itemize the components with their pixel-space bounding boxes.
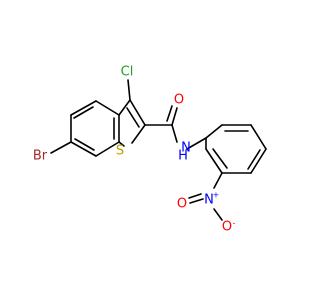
bond xyxy=(118,141,125,147)
molecule-structure: Br Cl S O N H N + O O - xyxy=(33,65,267,235)
bond xyxy=(74,138,95,151)
bond xyxy=(70,141,97,157)
bond xyxy=(186,137,207,150)
bond xyxy=(70,100,97,116)
bond xyxy=(126,107,140,128)
bond xyxy=(205,124,223,139)
bond xyxy=(129,99,146,126)
bond xyxy=(205,148,223,174)
nitro-nitrogen-charge: + xyxy=(213,191,220,200)
bromine-atom-label: Br xyxy=(33,149,48,164)
nitro-oxygen-double-label: O xyxy=(177,197,187,212)
bond xyxy=(50,141,72,154)
bond xyxy=(171,107,178,126)
bond xyxy=(166,105,173,122)
nitro-oxygen-charge: - xyxy=(233,219,236,228)
bond xyxy=(171,124,178,143)
bonds xyxy=(50,79,267,221)
nitro-nitrogen-label: N xyxy=(204,193,214,208)
bond xyxy=(250,124,267,150)
bond xyxy=(213,208,223,221)
bond xyxy=(131,124,146,144)
bond xyxy=(118,99,131,116)
bond xyxy=(247,149,261,170)
amide-nitrogen-label: N xyxy=(181,141,191,156)
bond xyxy=(212,148,228,169)
structure-canvas: Br Cl S O N H N + O O - xyxy=(33,65,267,235)
sulfur-atom-label: S xyxy=(116,144,124,159)
bond xyxy=(189,198,204,204)
amide-hydrogen-label: H xyxy=(178,149,188,164)
bond xyxy=(95,100,120,116)
nitro-oxygen-single-label: O xyxy=(222,220,232,235)
bond xyxy=(127,79,131,101)
chlorine-atom-label: Cl xyxy=(121,65,134,80)
carbonyl-oxygen-label: O xyxy=(174,93,184,108)
atom-labels: Br Cl S O N H N + O O - xyxy=(33,65,236,235)
bond xyxy=(73,106,94,119)
bond xyxy=(95,141,120,157)
bond xyxy=(188,193,202,199)
bond xyxy=(250,148,267,174)
bond xyxy=(213,172,223,189)
